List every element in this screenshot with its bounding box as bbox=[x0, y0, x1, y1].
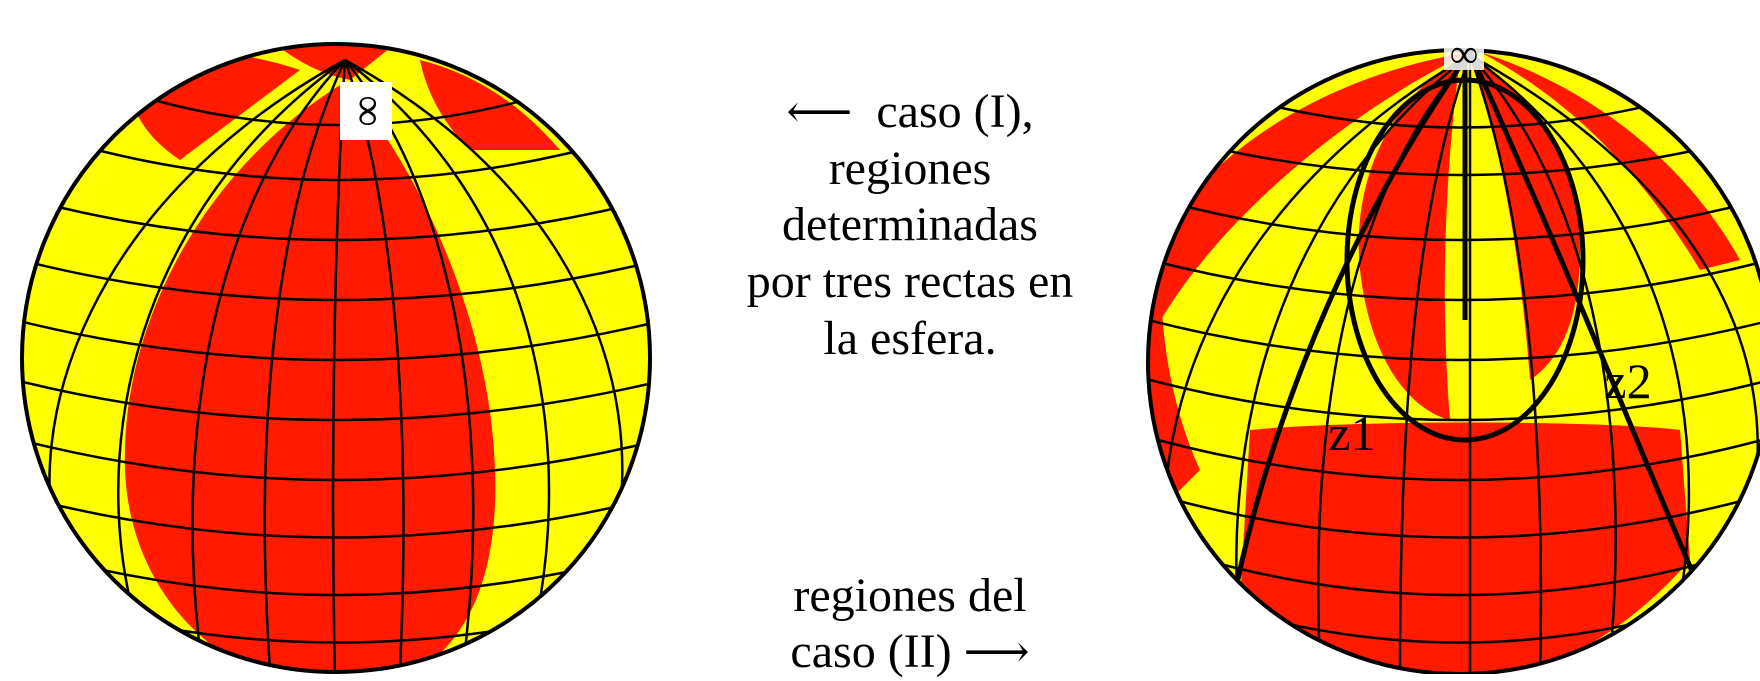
left-red-region-top-right bbox=[420, 60, 560, 150]
right-red-region-bottom bbox=[1240, 422, 1690, 674]
right-arrow-icon: ⟶ bbox=[963, 624, 1030, 678]
right-line-z2 bbox=[1467, 50, 1703, 591]
caption-case2-line1: regiones del bbox=[793, 569, 1027, 622]
caption-case1-line3: determinadas bbox=[782, 198, 1038, 252]
left-red-region-top-cap bbox=[260, 44, 400, 80]
caption-case2: regiones del bbox=[700, 568, 1120, 625]
caption-case2-line2: caso (II) ⟶ bbox=[700, 624, 1120, 681]
caption-case2-text2: caso (II) bbox=[790, 625, 952, 678]
caption-case1-line1: ⟵ caso (I), bbox=[700, 84, 1120, 141]
right-red-region-upper-right bbox=[1480, 52, 1740, 270]
left-arrow-icon: ⟵ bbox=[786, 84, 853, 138]
right-infinity-label: ∞ bbox=[1450, 31, 1479, 76]
caption-case1-line2: regiones bbox=[828, 141, 992, 195]
left-infinity-box bbox=[340, 82, 392, 140]
caption-case1-text1: caso (I), bbox=[876, 85, 1034, 138]
left-infinity-label: ∞ bbox=[345, 95, 394, 126]
right-z2-label: z2 bbox=[1604, 353, 1651, 409]
right-z1-label: z1 bbox=[1328, 405, 1375, 461]
caption-case1: ⟵ caso (I), regiones determinadas por tr… bbox=[700, 84, 1120, 367]
caption-case2-second: caso (II) ⟶ bbox=[700, 624, 1120, 681]
caption-case1-line4: por tres rectas en bbox=[746, 254, 1074, 308]
right-great-circles bbox=[1222, 50, 1703, 651]
left-sphere-outline bbox=[20, 42, 652, 674]
left-sphere: ∞ bbox=[20, 42, 652, 674]
right-red-region-left-edge bbox=[1148, 120, 1200, 520]
right-sphere: ∞ z1 z2 bbox=[1146, 31, 1760, 674]
right-line-z1 bbox=[1222, 50, 1473, 651]
caption-case1-line5: la esfera. bbox=[823, 311, 997, 365]
right-infinity-box bbox=[1444, 42, 1484, 70]
